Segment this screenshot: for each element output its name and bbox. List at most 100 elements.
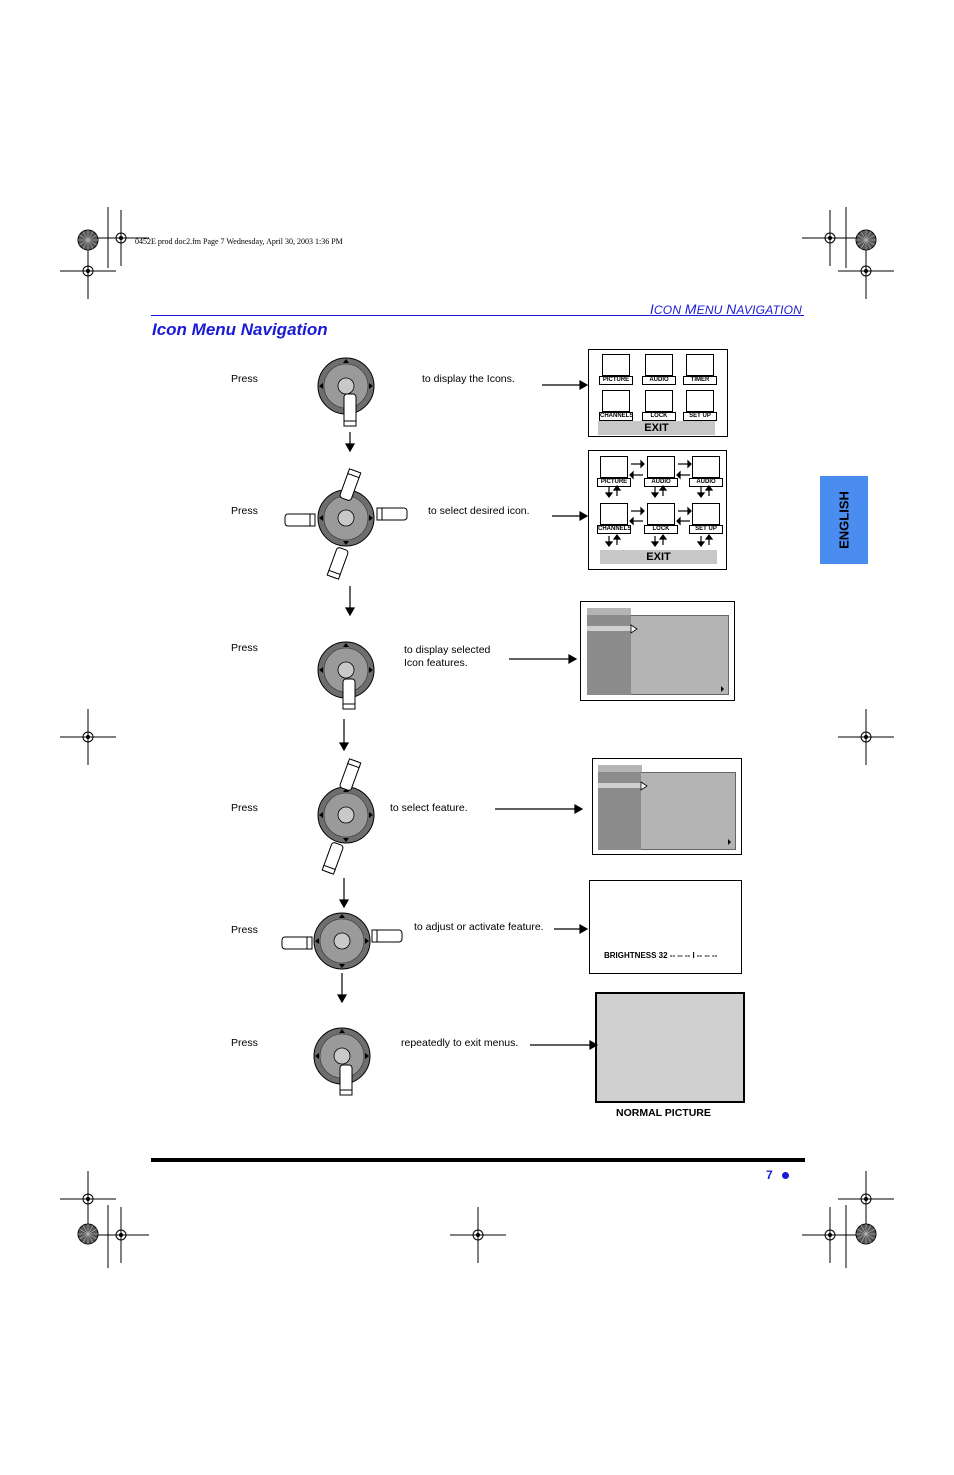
- menu-markers: [630, 624, 724, 692]
- registration-target-icon: [855, 229, 877, 251]
- icon-select-screen: PICTURE AUDIO AUDIO CHANNELS LOCK SET UP…: [588, 450, 727, 570]
- pointing-hand-icon: [343, 393, 357, 427]
- menu-highlight-2: [598, 783, 641, 788]
- picture-icon: [602, 354, 630, 376]
- audio-icon-cell-3: AUDIO: [689, 456, 723, 487]
- step-2-action: to select desired icon.: [428, 505, 530, 517]
- picture-icon-label-2: PICTURE: [597, 478, 631, 487]
- step-3-action-line1: to display selected: [404, 644, 491, 656]
- registration-crosshair-icon: [802, 210, 858, 266]
- timer-icon-label: TIMER: [683, 376, 717, 385]
- section-header: ICON MENU NAVIGATION: [649, 301, 802, 317]
- picture-icon-cell: PICTURE: [599, 354, 633, 385]
- menu-tab-2: [598, 765, 642, 773]
- pointing-hand-icon: [326, 547, 349, 580]
- feature-select-screen: [592, 758, 742, 855]
- audio-icon: [692, 456, 720, 478]
- feature-menu-screen: [580, 601, 735, 701]
- step-1-press: Press: [231, 373, 258, 385]
- picture-icon-label: PICTURE: [599, 376, 633, 385]
- lock-icon-cell-2: LOCK: [644, 503, 678, 534]
- menu-tab: [587, 608, 631, 616]
- audio-icon-label: AUDIO: [642, 376, 676, 385]
- audio-icon-label-3: AUDIO: [689, 478, 723, 487]
- registration-target-icon: [855, 1223, 877, 1245]
- lock-icon: [645, 390, 673, 412]
- exit-bar-2: EXIT: [600, 550, 717, 564]
- normal-picture-screen: [595, 992, 745, 1103]
- brightness-readout: BRIGHTNESS 32 -- -- -- l -- -- --: [604, 951, 718, 960]
- step-5-action: to adjust or activate feature.: [414, 921, 544, 933]
- step-6-press: Press: [231, 1037, 258, 1049]
- remote-navigation-pad-icon: [317, 489, 375, 547]
- remote-navigation-pad-icon: [317, 786, 375, 844]
- footer-rule: [151, 1158, 805, 1162]
- pointing-hand-icon: [339, 758, 362, 791]
- setup-icon-label: SET UP: [683, 412, 717, 421]
- registration-crosshair-icon: [93, 210, 149, 266]
- channels-icon-cell-2: CHANNELS: [597, 503, 632, 534]
- step-1-action: to display the Icons.: [422, 373, 515, 385]
- setup-icon-cell-2: SET UP: [689, 503, 723, 534]
- step-6-action: repeatedly to exit menus.: [401, 1037, 519, 1049]
- page-number: 7: [766, 1168, 773, 1182]
- step-3-press: Press: [231, 642, 258, 654]
- audio-icon-cell-2: AUDIO: [644, 456, 678, 487]
- step-4-press: Press: [231, 802, 258, 814]
- lock-icon-label: LOCK: [642, 412, 676, 421]
- setup-icon: [686, 390, 714, 412]
- setup-icon: [692, 503, 720, 525]
- step-3-action-line2: Icon features.: [404, 657, 468, 669]
- registration-crosshair-icon: [838, 243, 894, 299]
- registration-crosshair-icon: [93, 1207, 149, 1263]
- adjust-screen: [589, 880, 742, 974]
- registration-target-icon: [77, 1223, 99, 1245]
- channels-icon-cell: CHANNELS: [599, 390, 634, 421]
- menu-highlight: [587, 626, 631, 631]
- step-5-press: Press: [231, 924, 258, 936]
- lock-icon-cell: LOCK: [642, 390, 676, 421]
- pointing-hand-icon: [339, 468, 362, 501]
- audio-icon-cell: AUDIO: [642, 354, 676, 385]
- pointing-hand-icon: [339, 1064, 353, 1096]
- registration-target-icon: [77, 229, 99, 251]
- setup-icon-cell: SET UP: [683, 390, 717, 421]
- pointing-hand-icon: [284, 513, 316, 527]
- channels-icon: [600, 503, 628, 525]
- remote-navigation-pad-icon: [313, 1027, 371, 1085]
- file-header: 0452E prod doc2.fm Page 7 Wednesday, Apr…: [135, 237, 343, 246]
- remote-navigation-pad-icon: [313, 912, 371, 970]
- language-tab: ENGLISH: [820, 476, 868, 564]
- channels-icon-label: CHANNELS: [599, 412, 634, 421]
- normal-picture-label: NORMAL PICTURE: [616, 1107, 711, 1119]
- channels-icon-label-2: CHANNELS: [597, 525, 632, 534]
- channels-icon: [602, 390, 630, 412]
- pointing-hand-icon: [321, 842, 344, 875]
- icon-menu-screen: PICTURE AUDIO TIMER CHANNELS LOCK SET UP…: [588, 349, 728, 437]
- picture-icon: [600, 456, 628, 478]
- registration-crosshair-icon: [60, 243, 116, 299]
- page-title: Icon Menu Navigation: [152, 320, 328, 339]
- step-4-action: to select feature.: [390, 802, 468, 814]
- pointing-hand-icon: [376, 507, 408, 521]
- header-rule: [151, 315, 804, 316]
- timer-icon-cell: TIMER: [683, 354, 717, 385]
- picture-icon-cell-2: PICTURE: [597, 456, 631, 487]
- pointing-hand-icon: [371, 929, 403, 943]
- audio-icon: [647, 456, 675, 478]
- registration-crosshair-icon: [450, 1207, 506, 1263]
- timer-icon: [686, 354, 714, 376]
- pointing-hand-icon: [281, 936, 313, 950]
- menu-markers-2: [640, 781, 731, 845]
- registration-crosshair-icon: [60, 709, 116, 765]
- exit-bar: EXIT: [598, 421, 715, 435]
- navigation-arrows: [604, 459, 714, 547]
- remote-navigation-pad-icon: [317, 357, 375, 415]
- pointing-hand-icon: [342, 678, 356, 710]
- audio-icon-label-2: AUDIO: [644, 478, 678, 487]
- registration-crosshair-icon: [838, 1171, 894, 1227]
